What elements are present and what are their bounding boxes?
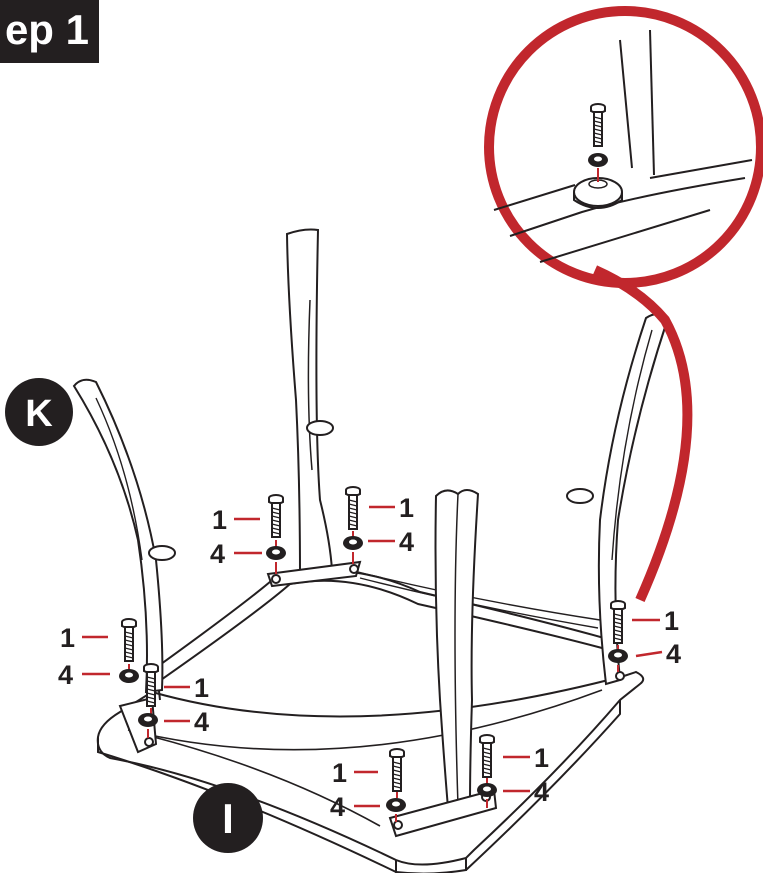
- hardware-set-front-right: [477, 734, 497, 808]
- hardware-set-left-inner: [138, 663, 159, 738]
- label-screw: 1: [194, 673, 209, 703]
- screw-icon: [121, 618, 137, 662]
- badge-i-label: I: [222, 795, 234, 842]
- leg-back-center: [266, 228, 362, 588]
- label-screw: 1: [332, 758, 347, 788]
- badge-i: I: [193, 783, 263, 853]
- detail-callout: [484, 6, 763, 603]
- screw-icon: [345, 486, 361, 530]
- screw-icon: [268, 494, 284, 538]
- washer-icon: [386, 798, 406, 812]
- label-washer: 4: [399, 527, 414, 557]
- badge-k-label: K: [25, 393, 53, 435]
- hardware-set-front-left: [386, 748, 406, 822]
- label-screw: 1: [399, 493, 414, 523]
- label-washer: 4: [330, 792, 345, 822]
- label-screw: 1: [534, 743, 549, 773]
- washer-icon: [608, 649, 628, 663]
- label-screw: 1: [60, 623, 75, 653]
- screw-icon: [610, 600, 626, 644]
- apron-frame: [149, 569, 605, 701]
- leg-front: [388, 489, 498, 838]
- step-title: ep 1: [4, 6, 89, 53]
- hardware-set-back-right: [343, 486, 363, 564]
- table-top: [96, 670, 645, 873]
- screw-icon: [389, 748, 405, 792]
- washer-icon: [119, 669, 139, 683]
- washer-icon: [343, 536, 363, 550]
- label-washer: 4: [58, 660, 73, 690]
- screw-icon: [479, 734, 495, 778]
- label-screw: 1: [212, 505, 227, 535]
- washer-icon: [477, 783, 497, 797]
- hardware-set-left-outer: [119, 618, 139, 683]
- part-labels: 1 4 1 4 1 4 1 4 1 4 1 4 1 4: [58, 493, 681, 822]
- hardware-set-right: [608, 600, 628, 672]
- step-banner: ep 1: [0, 0, 99, 63]
- badge-k: K: [5, 378, 73, 446]
- washer-icon: [138, 713, 158, 727]
- screw-icon: [143, 663, 159, 707]
- label-washer: 4: [666, 639, 681, 669]
- label-washer: 4: [194, 707, 209, 737]
- label-washer: 4: [534, 777, 549, 807]
- hardware-set-back-left: [266, 494, 286, 574]
- leader-lines: [82, 505, 663, 808]
- washer-icon: [266, 546, 286, 560]
- label-screw: 1: [664, 606, 679, 636]
- label-washer: 4: [210, 539, 225, 569]
- leg-left: [72, 378, 176, 754]
